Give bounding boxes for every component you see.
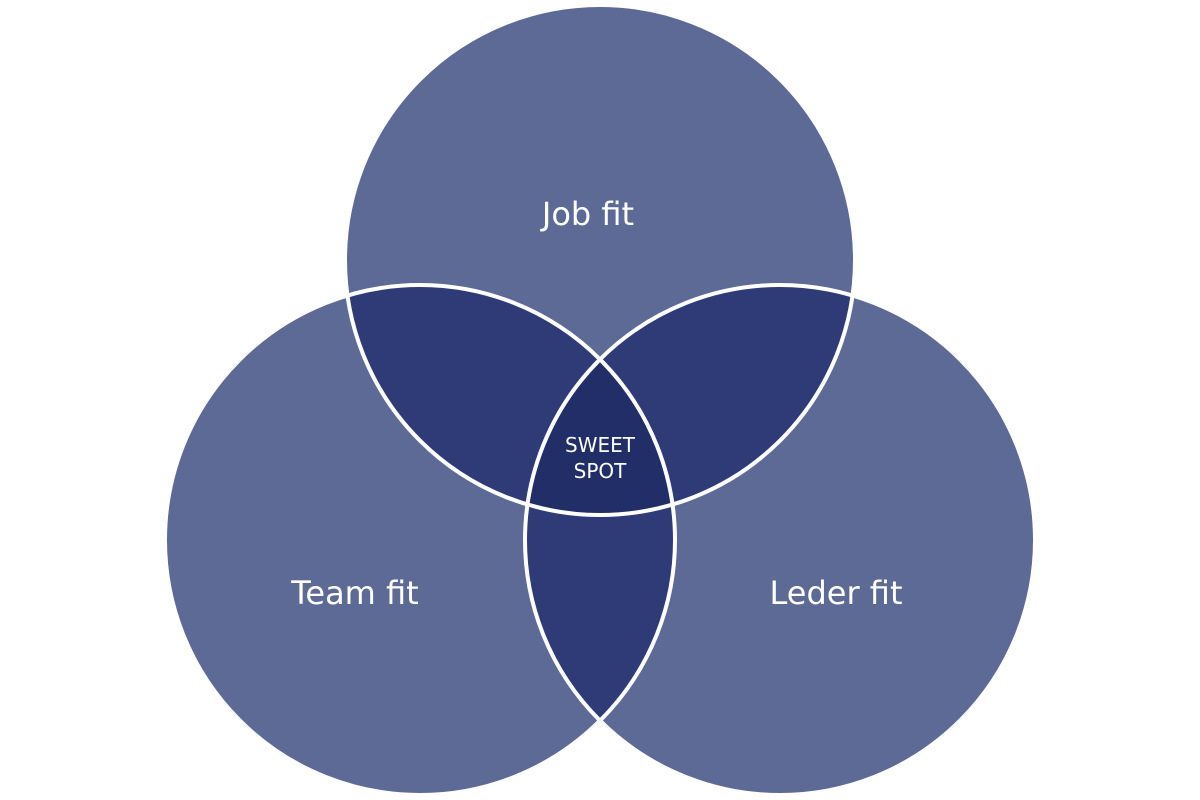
outline-job-fit (343, 3, 857, 517)
overlap-job-leder (525, 285, 855, 515)
label-team-fit: Team fit (290, 574, 418, 612)
overlap-job-team (345, 285, 675, 515)
label-sweet-spot-line1: SWEET (565, 433, 636, 457)
outline-team-fit (163, 283, 677, 797)
label-leder-fit: Leder fit (770, 574, 903, 612)
label-job-fit: Job fit (540, 195, 634, 233)
label-sweet-spot-line2: SPOT (574, 459, 627, 483)
outline-leder-fit (523, 283, 1037, 797)
